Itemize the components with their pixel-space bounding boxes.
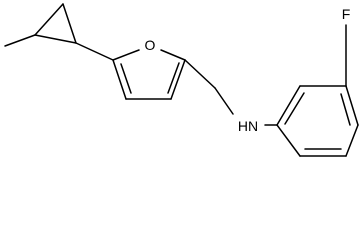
bond-benzene-1 [276,85,301,126]
bond-furan-c4-c5 [112,59,127,100]
bond-cyclopropane-2 [62,3,77,44]
amine-atom-label: HN [238,118,258,134]
bond-furan-double-c4-c5 [120,63,132,94]
bond-benzene-double-a [284,92,305,125]
bond-benzene-6 [276,124,301,157]
bond-benzene-double-b [340,93,351,126]
bond-cyclopropane-1 [34,3,64,36]
bond-furan-o-c2 [160,49,186,61]
bond-cyclopropyl-furan [75,42,114,61]
bond-furan-ch2 [184,59,216,89]
bond-furan-double-c2-c3 [167,62,180,94]
bond-benzene-3 [345,85,359,126]
bond-ch2-nh [214,87,234,115]
bond-furan-c5-o [112,49,140,61]
bond-benzene-4 [345,124,359,157]
bond-methyl [4,34,36,47]
bond-furan-c2-c3 [170,59,186,100]
oxygen-atom-label: O [145,37,156,53]
bond-cyclopropane-3 [34,34,77,44]
fluorine-atom-label: F [342,6,351,22]
chemical-structure: O HN F [4,3,359,157]
